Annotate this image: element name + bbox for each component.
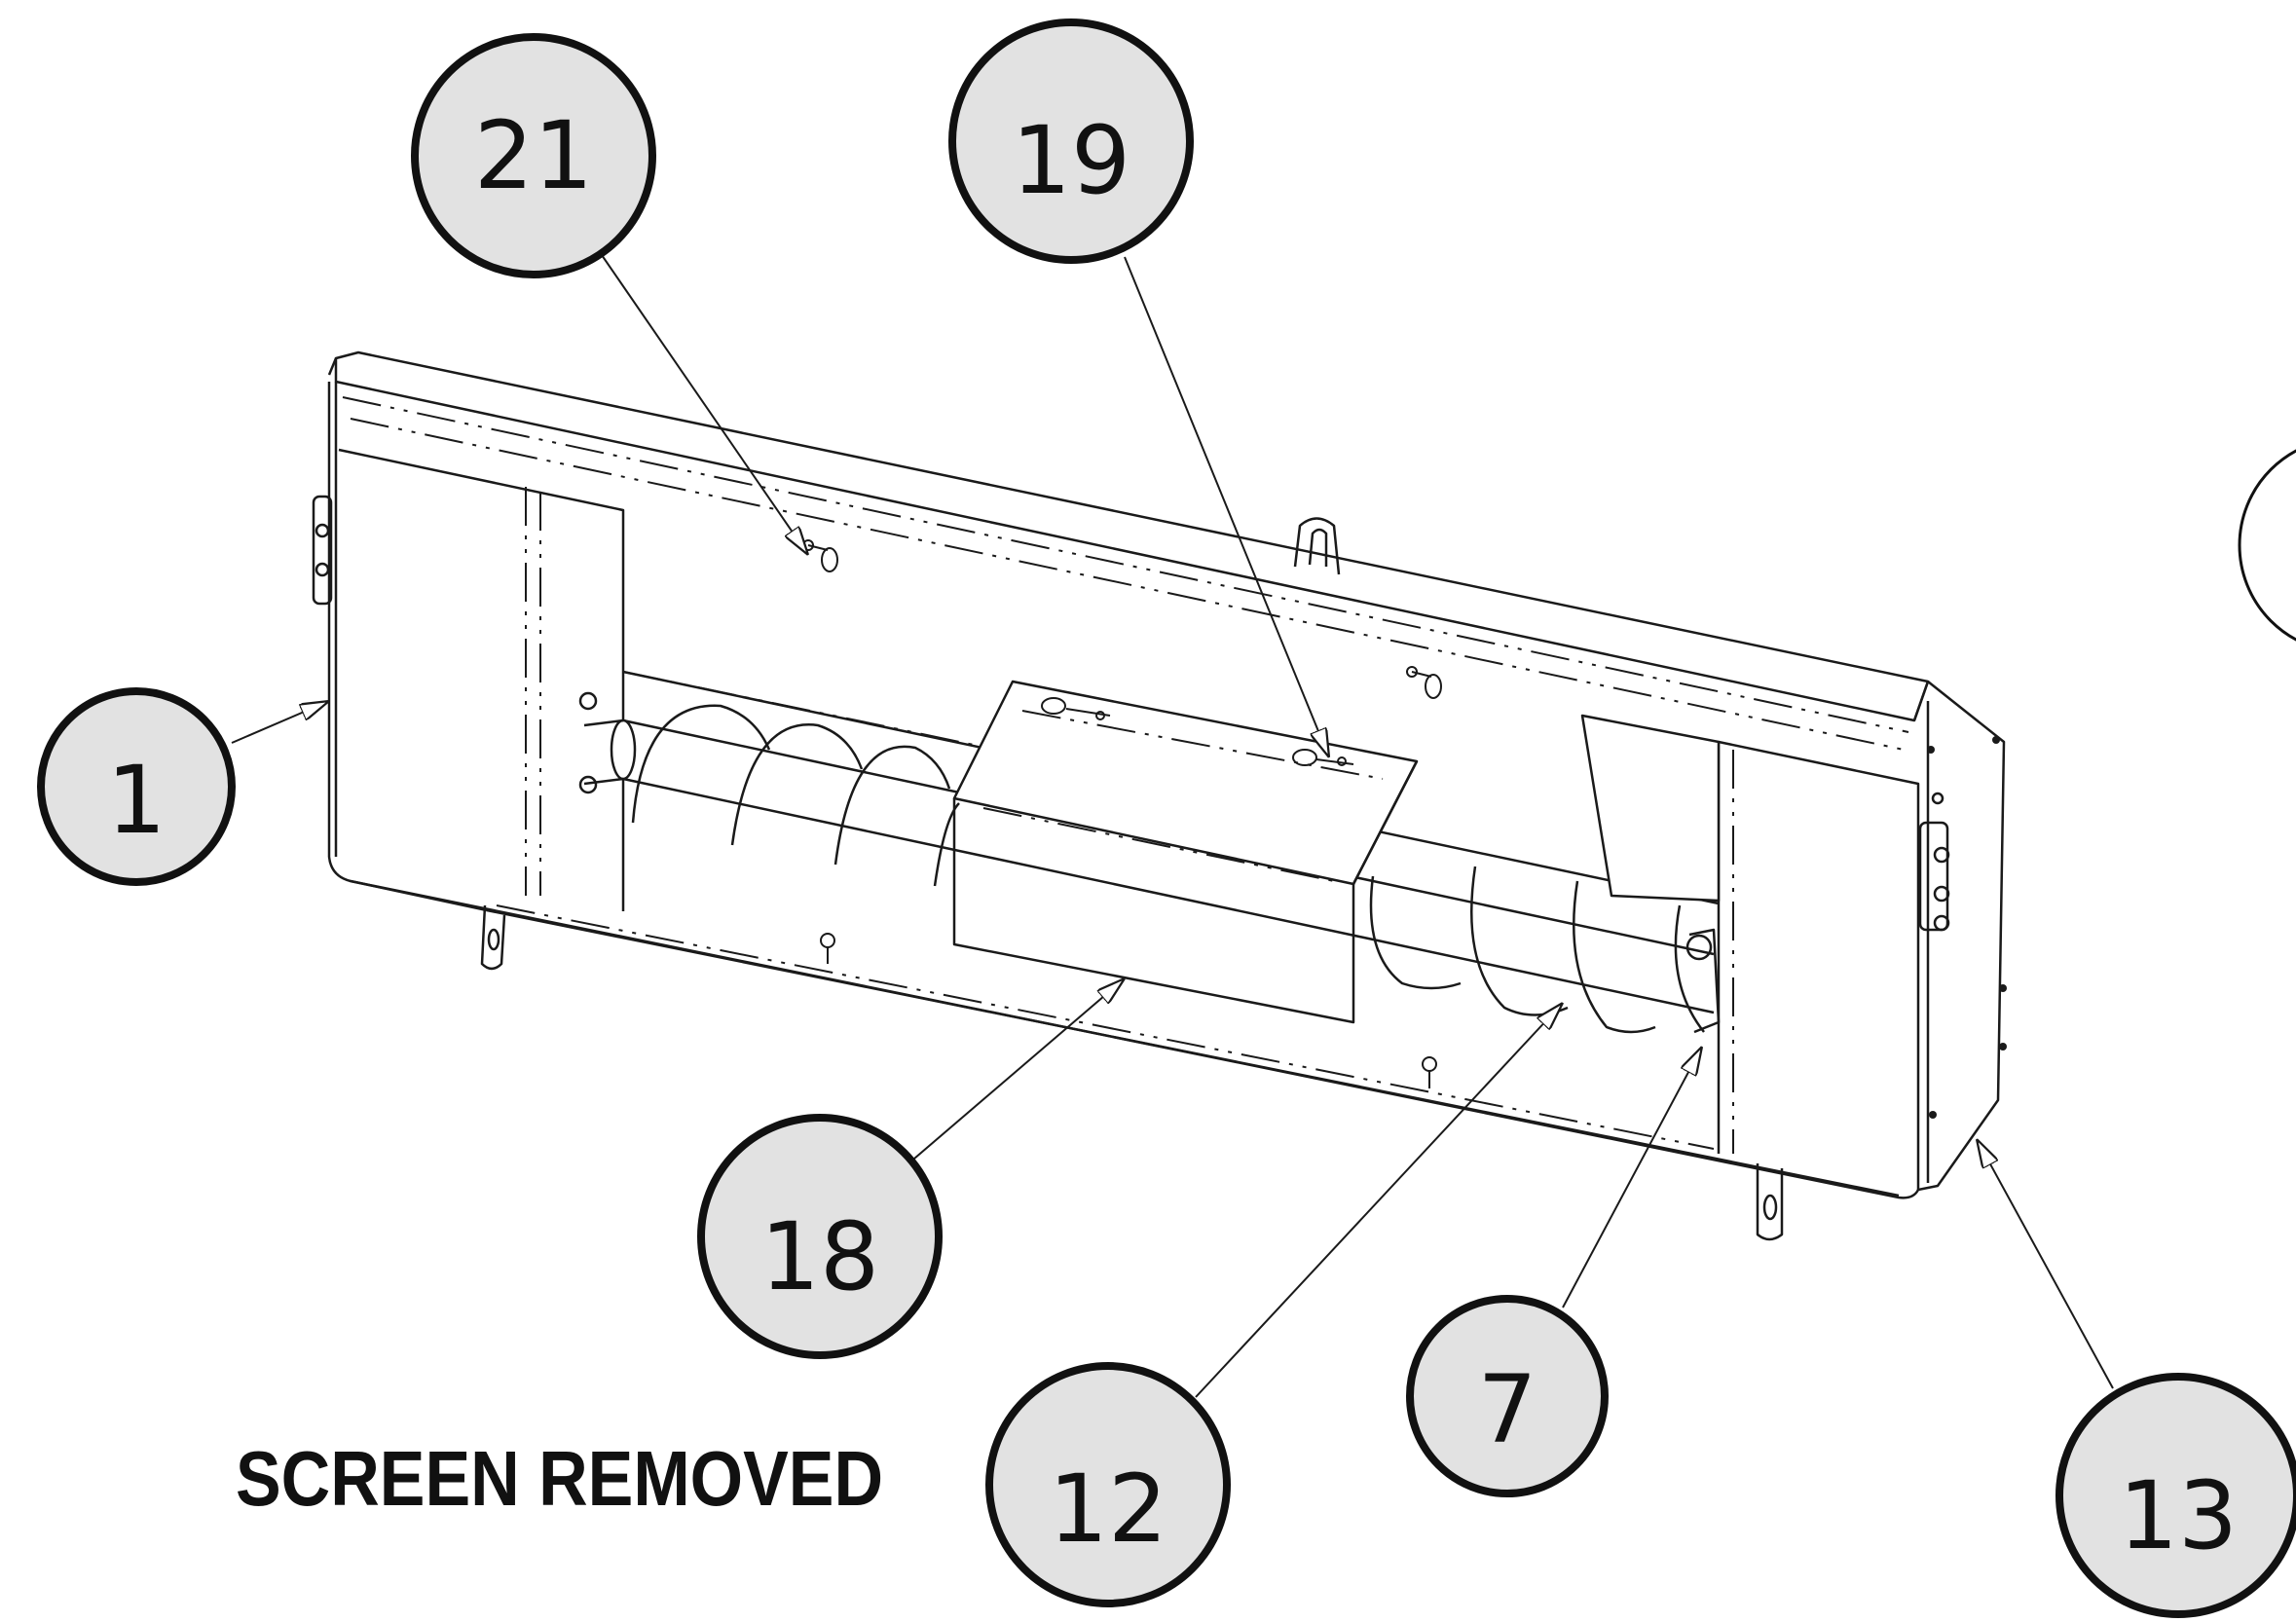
auger xyxy=(583,704,1721,1034)
left-side-fitting xyxy=(312,495,333,606)
lynch-pin-cover-left xyxy=(1041,697,1111,720)
callout-1: 1 xyxy=(37,687,236,886)
leader-lines xyxy=(231,254,2114,1398)
callout-12: 12 xyxy=(985,1362,1231,1607)
right-mounting-tab xyxy=(1756,1163,1784,1241)
lynch-pin-top-left xyxy=(802,539,838,572)
leader-12 xyxy=(1195,1003,1563,1398)
callout-label-19: 19 xyxy=(1012,106,1130,215)
caption-screen-removed: SCREEN REMOVED xyxy=(236,1435,883,1522)
callout-21: 21 xyxy=(411,33,656,278)
callout-label-18: 18 xyxy=(760,1202,879,1311)
callout-7: 7 xyxy=(1406,1295,1609,1497)
lynch-pin-bottom-right xyxy=(1422,1056,1437,1088)
callout-18: 18 xyxy=(697,1114,943,1359)
lynch-pin-top-right xyxy=(1406,666,1442,699)
leader-1 xyxy=(231,701,329,744)
center-lines xyxy=(342,396,1909,1154)
lynch-pin-bottom-left xyxy=(820,933,835,964)
callout-19: 19 xyxy=(948,18,1194,264)
partial-callout xyxy=(2238,449,2296,642)
leader-13 xyxy=(1977,1139,2114,1389)
machine-drawing xyxy=(312,350,2007,1241)
callout-label-7: 7 xyxy=(1477,1355,1537,1464)
leader-7 xyxy=(1562,1047,1702,1309)
center-cover xyxy=(952,680,1419,1024)
leader-21 xyxy=(601,254,808,555)
diverter-plate xyxy=(1580,714,1721,903)
callout-label-12: 12 xyxy=(1049,1455,1167,1564)
callout-label-13: 13 xyxy=(2119,1461,2238,1570)
callout-13: 13 xyxy=(2055,1373,2296,1618)
leader-18 xyxy=(907,978,1125,1165)
lifting-eye xyxy=(1293,517,1341,575)
callout-label-1: 1 xyxy=(106,746,166,855)
end-rivets xyxy=(1927,736,2007,1119)
left-mounting-tab xyxy=(480,904,506,971)
left-bolts xyxy=(578,691,598,794)
leader-19 xyxy=(1124,256,1329,757)
right-side-fitting xyxy=(1918,792,1950,932)
callout-label-21: 21 xyxy=(474,101,593,210)
